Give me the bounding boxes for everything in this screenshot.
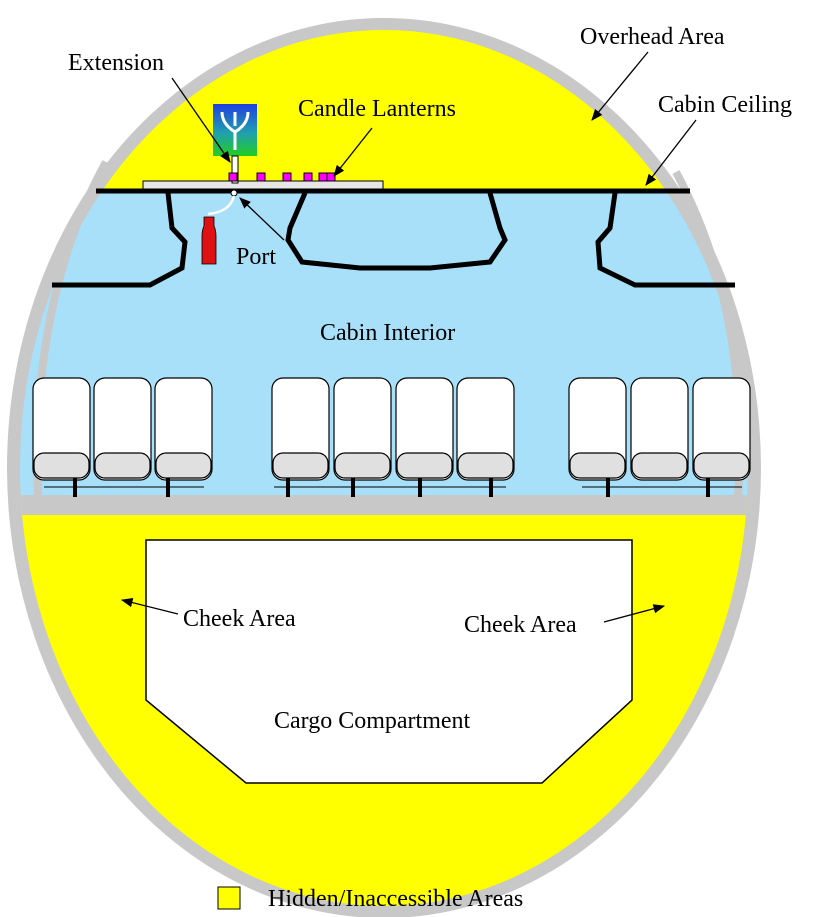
label-port: Port [236,244,276,270]
port-hose [207,195,236,216]
label-cheek-area-left: Cheek Area [183,606,296,632]
legend-swatch [217,886,241,910]
cabin-floor [20,495,748,515]
overhead-bin-center [285,192,508,271]
label-cabin-interior: Cabin Interior [320,320,455,346]
arrow-cheek-area-right [603,604,666,623]
cargo-compartment [145,539,633,784]
seat-cushion [457,452,514,479]
seat-cushion [272,452,329,479]
seat-cushion [33,452,90,479]
leader-arrows [120,51,697,623]
candle-lantern [326,172,336,182]
arrow-cabin-ceiling [645,119,697,186]
seat-cushion [155,452,212,479]
candle-lantern [318,172,328,182]
overhead-bin-right [595,192,735,288]
seat-cushion [693,452,750,479]
port-assembly [201,189,238,265]
label-overhead-area: Overhead Area [580,24,725,50]
arrow-overhead-area [591,51,649,121]
ceiling-panel [142,180,384,190]
candle-lantern [256,172,266,182]
legend: Hidden/Inaccessible Areas [217,886,523,912]
seat-rows [32,377,751,497]
extension-tree-glyph [220,111,250,150]
label-cargo-compartment: Cargo Compartment [274,708,471,734]
candle-lantern [228,172,238,182]
seat-cushion [631,452,688,479]
arrow-extension [171,77,231,163]
seat-cushion [396,452,453,479]
candle-lantern [282,172,292,182]
arrow-candle-lanterns [333,127,373,177]
seat-cushion [94,452,151,479]
seat-cushion [334,452,391,479]
candle-lantern [303,172,313,182]
arrow-cheek-area-left [120,598,179,615]
extension-stem [231,155,239,184]
label-extension: Extension [68,50,164,76]
legend-label: Hidden/Inaccessible Areas [268,886,523,912]
overhead-bins [52,192,735,288]
label-candle-lanterns: Candle Lanterns [298,96,456,122]
candle-lanterns [228,172,336,182]
overhead-bin-left [52,192,188,288]
extension-device [213,104,257,184]
port-opening [230,189,238,197]
arrow-port [239,197,285,241]
fire-extinguisher-icon [201,216,217,265]
label-cabin-ceiling: Cabin Ceiling [658,92,792,118]
label-cheek-area-right: Cheek Area [464,612,577,638]
seat-cushion [569,452,626,479]
